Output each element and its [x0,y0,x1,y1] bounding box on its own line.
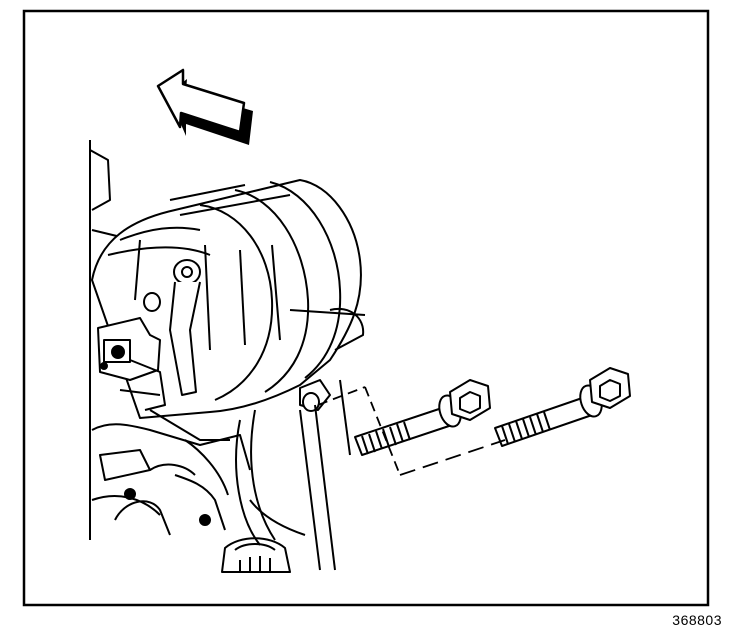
arrow-up-left-icon [156,68,253,145]
mounting-bolt-rear [494,367,631,447]
alternator [89,140,366,573]
mounting-bolt-front [354,379,491,456]
alignment-leader [317,386,506,476]
figure-id: 368803 [672,612,722,628]
